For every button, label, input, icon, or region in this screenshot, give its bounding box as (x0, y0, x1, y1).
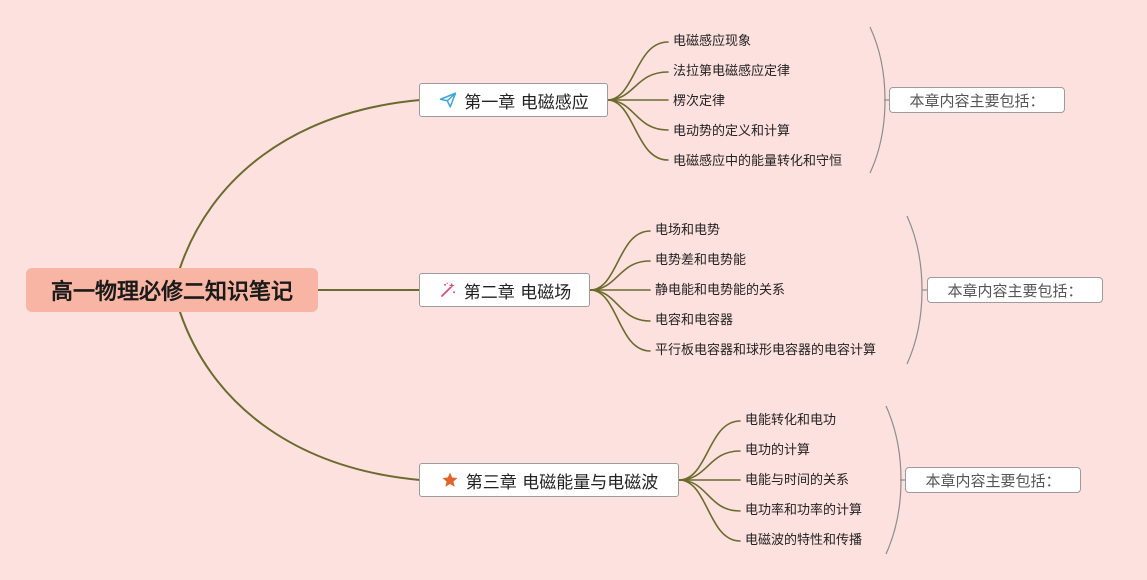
chapter-3-item-2[interactable]: 电功的计算 (745, 443, 811, 458)
chapter-2-item-3[interactable]: 静电能和电势能的关系 (655, 283, 786, 298)
chapter-1-item-4[interactable]: 电动势的定义和计算 (673, 124, 791, 139)
magic-wand-icon (438, 280, 458, 300)
chapter-3-title: 第三章 电磁能量与电磁波 (465, 472, 659, 493)
connector-root-ch3 (179, 311, 421, 481)
chapter-3-summary[interactable]: 本章内容主要包括： (905, 467, 1081, 493)
paper-plane-icon (438, 90, 458, 110)
summary-bracket-ch3 (885, 405, 902, 555)
chapter-2-summary[interactable]: 本章内容主要包括： (927, 277, 1103, 303)
chapter-2-summary-label: 本章内容主要包括： (947, 281, 1083, 300)
chapter-1-topic[interactable]: 第一章 电磁感应 (419, 83, 608, 117)
chapter-2-item-1[interactable]: 电场和电势 (655, 223, 721, 238)
chapter-2-topic[interactable]: 第二章 电磁场 (419, 273, 590, 307)
chapter-1-item-3[interactable]: 楞次定律 (673, 94, 726, 109)
chapter-3-item-4[interactable]: 电功率和功率的计算 (745, 503, 863, 518)
star-icon (440, 470, 460, 490)
chapter-3-summary-label: 本章内容主要包括： (925, 471, 1061, 490)
chapter-1-item-1[interactable]: 电磁感应现象 (673, 34, 752, 49)
connector-root-ch1 (179, 99, 421, 269)
summary-bracket-ch2 (906, 215, 923, 365)
chapter-1-title: 第一章 电磁感应 (464, 92, 589, 113)
chapter-3-topic[interactable]: 第三章 电磁能量与电磁波 (419, 463, 679, 497)
chapter-1-item-2[interactable]: 法拉第电磁感应定律 (673, 64, 791, 79)
chapter-2-item-5[interactable]: 平行板电容器和球形电容器的电容计算 (655, 343, 877, 358)
chapter-1-item-5[interactable]: 电磁感应中的能量转化和守恒 (673, 154, 843, 169)
chapter-3-item-3[interactable]: 电能与时间的关系 (745, 473, 850, 488)
chapter-3-item-1[interactable]: 电能转化和电功 (745, 413, 837, 428)
root-topic[interactable]: 高一物理必修二知识笔记 (26, 268, 318, 312)
chapter-1-summary[interactable]: 本章内容主要包括： (889, 87, 1065, 113)
summary-bracket-ch1 (869, 26, 886, 174)
chapter-3-item-5[interactable]: 电磁波的特性和传播 (745, 533, 863, 548)
root-topic-label: 高一物理必修二知识笔记 (50, 280, 293, 305)
chapter-2-item-2[interactable]: 电势差和电势能 (655, 253, 747, 268)
chapter-2-item-4[interactable]: 电容和电容器 (655, 313, 734, 328)
chapter-2-title: 第二章 电磁场 (463, 282, 572, 303)
chapter-1-summary-label: 本章内容主要包括： (909, 91, 1045, 110)
